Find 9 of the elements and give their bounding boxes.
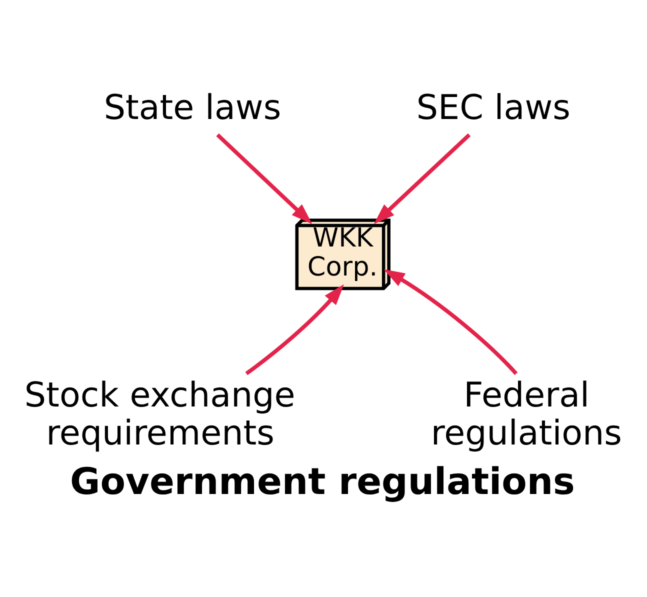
- caption: Government regulations: [70, 459, 575, 502]
- arrow: [384, 268, 518, 375]
- node-text: Federal regulations: [430, 374, 622, 454]
- arrow: [374, 132, 471, 224]
- node-text: Stock exchange requirements: [24, 374, 296, 454]
- node-text: State laws: [104, 87, 282, 128]
- arrow: [216, 132, 312, 224]
- node-text: SEC laws: [416, 87, 570, 128]
- arrow: [245, 284, 344, 375]
